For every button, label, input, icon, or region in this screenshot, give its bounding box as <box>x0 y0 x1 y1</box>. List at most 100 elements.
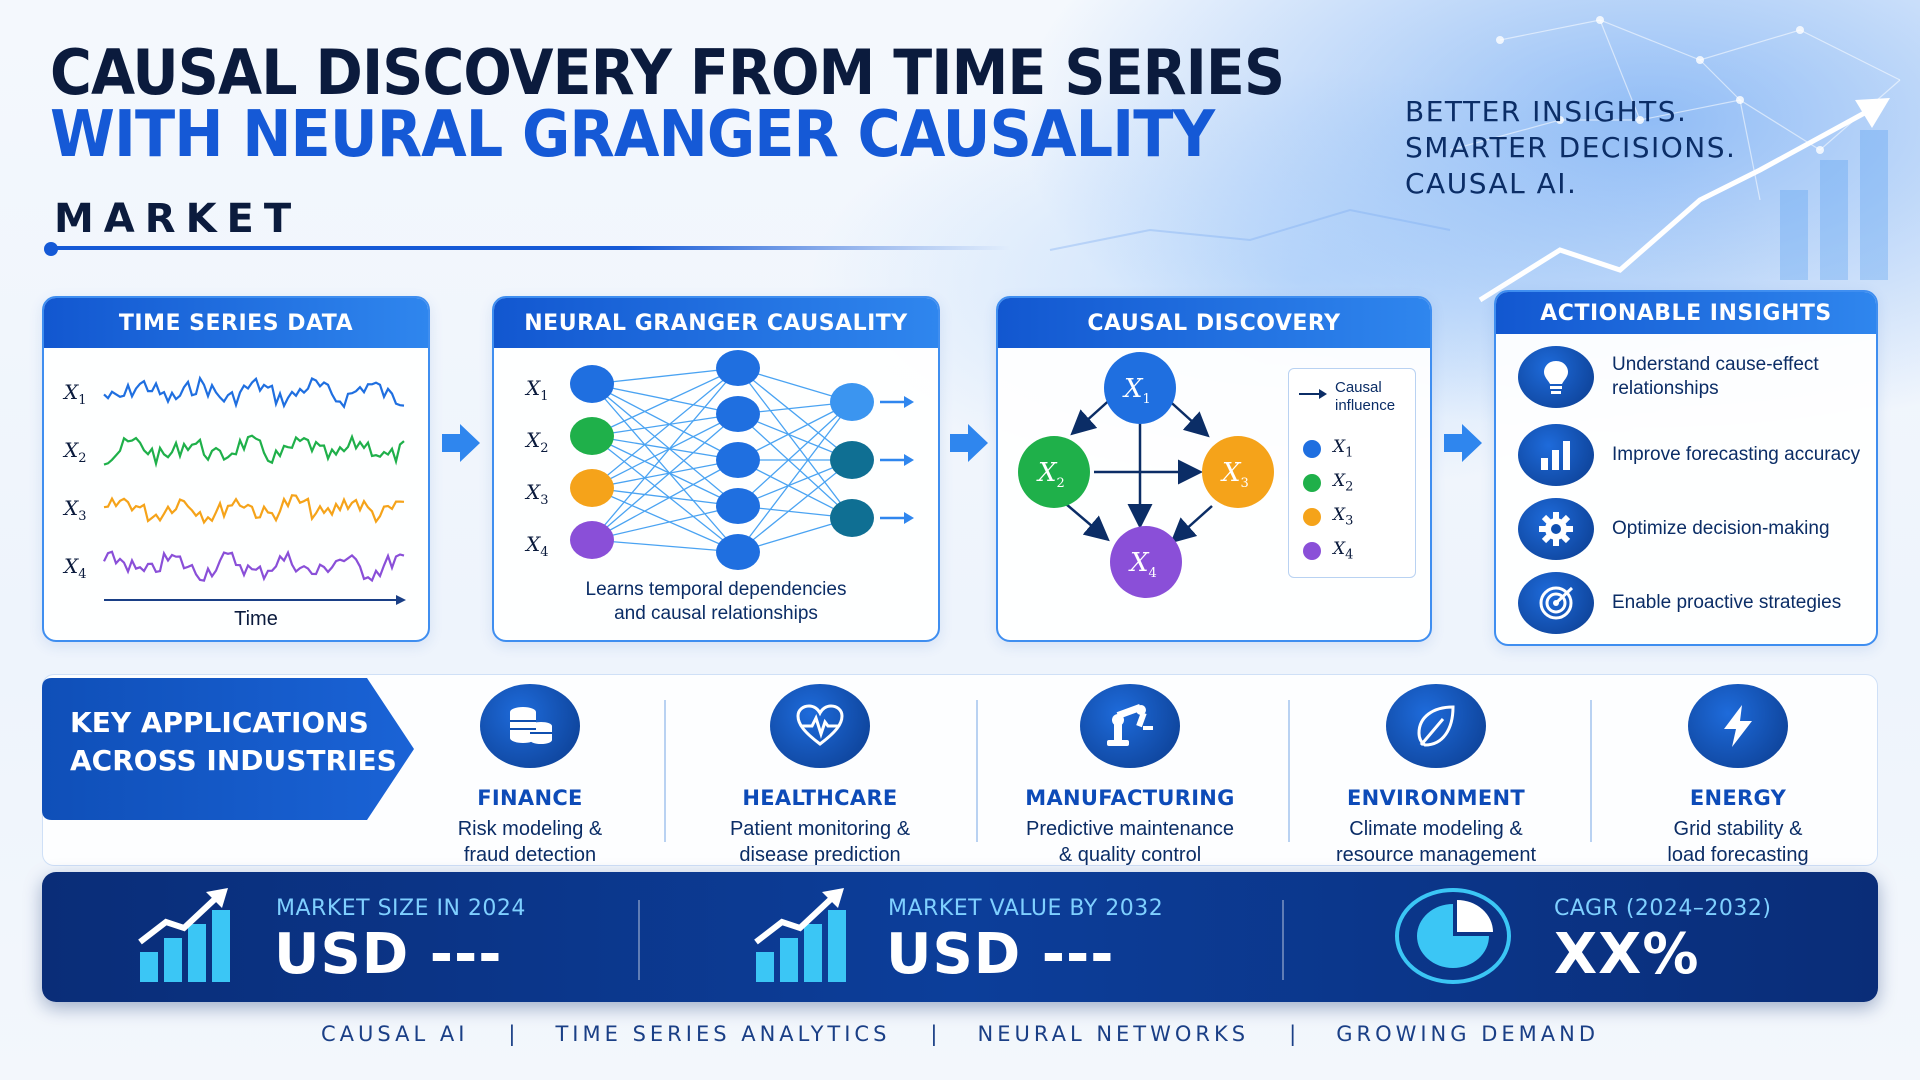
application-desc: Grid stability & load forecasting <box>1598 816 1878 868</box>
legend-label: X2 <box>1333 471 1354 495</box>
legend-arrow-icon <box>1299 389 1327 399</box>
nn-input-node <box>570 365 614 403</box>
series-label-x2: X2 <box>64 438 87 466</box>
nn-connection <box>591 435 739 507</box>
insight-item: Optimize decision-making <box>1518 498 1876 560</box>
legend-label: X3 <box>1333 505 1354 529</box>
application-desc: Patient monitoring & disease prediction <box>680 816 960 868</box>
nn-connection <box>591 383 739 461</box>
footer-keywords: CAUSAL AI|TIME SERIES ANALYTICS|NEURAL N… <box>0 1022 1920 1046</box>
waveform-line <box>103 494 405 525</box>
causal-node-label-x3: X3 <box>1222 458 1249 492</box>
nn-connection <box>591 413 739 489</box>
nn-connection <box>591 383 739 415</box>
metric-value: USD --- <box>886 922 1115 987</box>
growth-chart-icon <box>138 888 230 982</box>
page-title-line1: CAUSAL DISCOVERY FROM TIME SERIES <box>50 36 1285 109</box>
application-title: ENVIRONMENT <box>1346 786 1526 810</box>
insight-text: Understand cause-effect relationships <box>1612 354 1819 399</box>
application-desc-line: resource management <box>1335 844 1537 866</box>
application-desc-line: fraud detection <box>463 844 597 866</box>
nn-hidden-node <box>716 396 760 432</box>
application-manufacturing: MANUFACTURING Predictive maintenance & q… <box>990 684 1270 868</box>
application-environment: ENVIRONMENT Climate modeling & resource … <box>1296 684 1576 868</box>
nn-connection <box>737 401 853 507</box>
tagline-line: CAUSAL AI. <box>1405 167 1578 200</box>
application-desc: Predictive maintenance & quality control <box>990 816 1270 868</box>
nn-connection <box>591 413 739 541</box>
flow-arrow-icon <box>1444 424 1482 462</box>
nn-connection <box>591 435 739 553</box>
flow-arrow-icon <box>442 424 480 462</box>
flow-arrow-icon <box>950 424 988 462</box>
application-desc: Climate modeling & resource management <box>1296 816 1576 868</box>
metric-label: MARKET SIZE IN 2024 <box>276 896 526 921</box>
target-icon <box>1518 572 1594 634</box>
causal-graph <box>1018 352 1274 598</box>
footer-separator: | <box>1289 1022 1297 1046</box>
nn-connection <box>591 367 739 489</box>
applications-banner <box>42 678 414 820</box>
actionable-insights-panel-title: ACTIONABLE INSIGHTS <box>1496 292 1876 334</box>
nn-hidden-node <box>716 442 760 478</box>
causal-node-label-x1: X1 <box>1124 374 1151 408</box>
application-finance: FINANCE Risk modeling & fraud detection <box>390 684 670 868</box>
application-energy: ENERGY Grid stability & load forecasting <box>1598 684 1878 868</box>
nn-connection <box>591 367 739 385</box>
waveform-line <box>103 549 405 583</box>
insight-text: Improve forecasting accuracy <box>1612 444 1861 465</box>
metric-label: MARKET VALUE BY 2032 <box>888 896 1164 921</box>
application-desc-line: & quality control <box>1058 844 1202 866</box>
causal-discovery-panel-title: CAUSAL DISCOVERY <box>998 298 1430 348</box>
footer-separator: | <box>930 1022 938 1046</box>
pie-chart-icon <box>1395 888 1511 984</box>
nn-caption-line: Learns temporal dependencies <box>585 579 847 600</box>
metric-value: XX% <box>1554 922 1700 987</box>
metrics-bar <box>42 872 1878 1002</box>
metric-divider <box>1282 900 1284 980</box>
robot-arm-icon <box>1080 684 1180 768</box>
nn-connection <box>737 401 853 461</box>
application-divider <box>1288 700 1290 842</box>
metric-divider <box>638 900 640 980</box>
legend-swatch <box>1303 439 1321 458</box>
legend-swatch <box>1303 541 1321 560</box>
applications-banner-text: KEY APPLICATIONS ACROSS INDUSTRIES <box>70 704 397 780</box>
nn-connection <box>737 459 853 553</box>
nn-output-node <box>830 441 874 479</box>
neural-network-diagram <box>570 350 914 570</box>
nn-connection <box>591 383 739 553</box>
tagline-line: SMARTER DECISIONS. <box>1405 131 1737 164</box>
application-title: FINANCE <box>477 786 583 810</box>
footer-keyword: GROWING DEMAND <box>1336 1022 1600 1046</box>
nn-output-arrowhead-icon <box>904 454 914 466</box>
bar-chart-icon <box>1518 424 1594 486</box>
neural-granger-panel-title: NEURAL GRANGER CAUSALITY <box>494 298 938 348</box>
nn-connection <box>591 435 739 461</box>
nn-connection <box>591 383 739 507</box>
lightbulb-icon <box>1518 346 1594 408</box>
legend-swatch <box>1303 473 1321 492</box>
gear-icon <box>1518 498 1594 560</box>
series-label-x3: X3 <box>64 496 87 524</box>
growth-chart-icon <box>754 888 846 982</box>
applications-banner-line: ACROSS INDUSTRIES <box>70 744 397 777</box>
time-series-panel: TIME SERIES DATA X1 X2 X3 X4 Time <box>42 296 430 642</box>
nn-hidden-node <box>716 350 760 386</box>
nn-hidden-node <box>716 488 760 524</box>
title-underline-dot <box>44 242 58 256</box>
heart-pulse-icon <box>770 684 870 768</box>
coins-icon <box>480 684 580 768</box>
page-subtitle: MARKET <box>54 196 302 242</box>
metric-value: USD --- <box>274 922 503 987</box>
insight-item: Enable proactive strategies <box>1518 572 1876 634</box>
nn-output-node <box>830 499 874 537</box>
insight-item: Understand cause-effect relationships <box>1518 346 1876 408</box>
causal-legend: Causal influence X1 X2 X3 X4 <box>1288 368 1416 578</box>
nn-input-label-x4: X4 <box>526 532 549 560</box>
application-desc-line: Predictive maintenance <box>1026 818 1234 840</box>
legend-title-line: influence <box>1335 397 1396 414</box>
footer-keyword: NEURAL NETWORKS <box>977 1022 1250 1046</box>
application-title: MANUFACTURING <box>1025 786 1235 810</box>
